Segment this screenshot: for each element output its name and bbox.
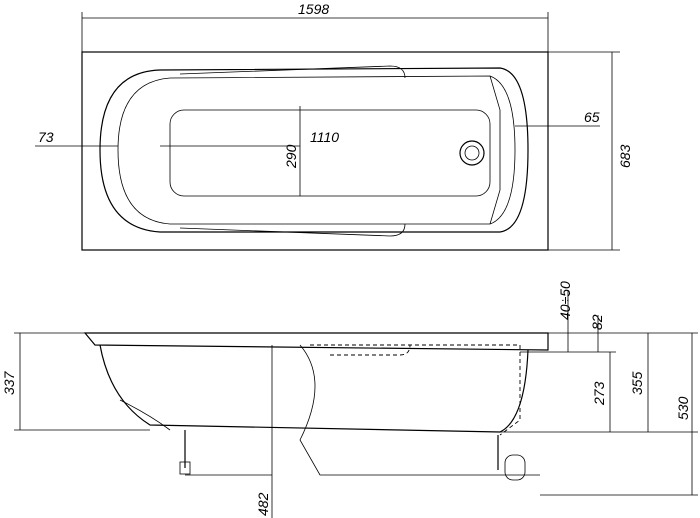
dim-rim-thickness: 82 <box>589 314 605 330</box>
dim-left-offset: 73 <box>38 129 54 145</box>
dim-right-offset: 65 <box>584 109 600 125</box>
dim-length: 1598 <box>298 1 329 17</box>
dim-width: 683 <box>617 144 633 168</box>
dim-depth-inner: 273 <box>591 381 607 406</box>
dim-inner-width: 290 <box>283 144 299 169</box>
side-view <box>14 290 698 518</box>
dim-depth-total: 355 <box>629 371 645 395</box>
dim-overall-height: 530 <box>675 396 691 420</box>
dim-depth-left: 337 <box>1 370 17 395</box>
dim-overflow-height: 40÷50 <box>557 281 573 320</box>
dim-inner-length: 1110 <box>310 129 339 145</box>
dim-leg-position: 482 <box>255 492 271 516</box>
top-view <box>35 12 620 251</box>
